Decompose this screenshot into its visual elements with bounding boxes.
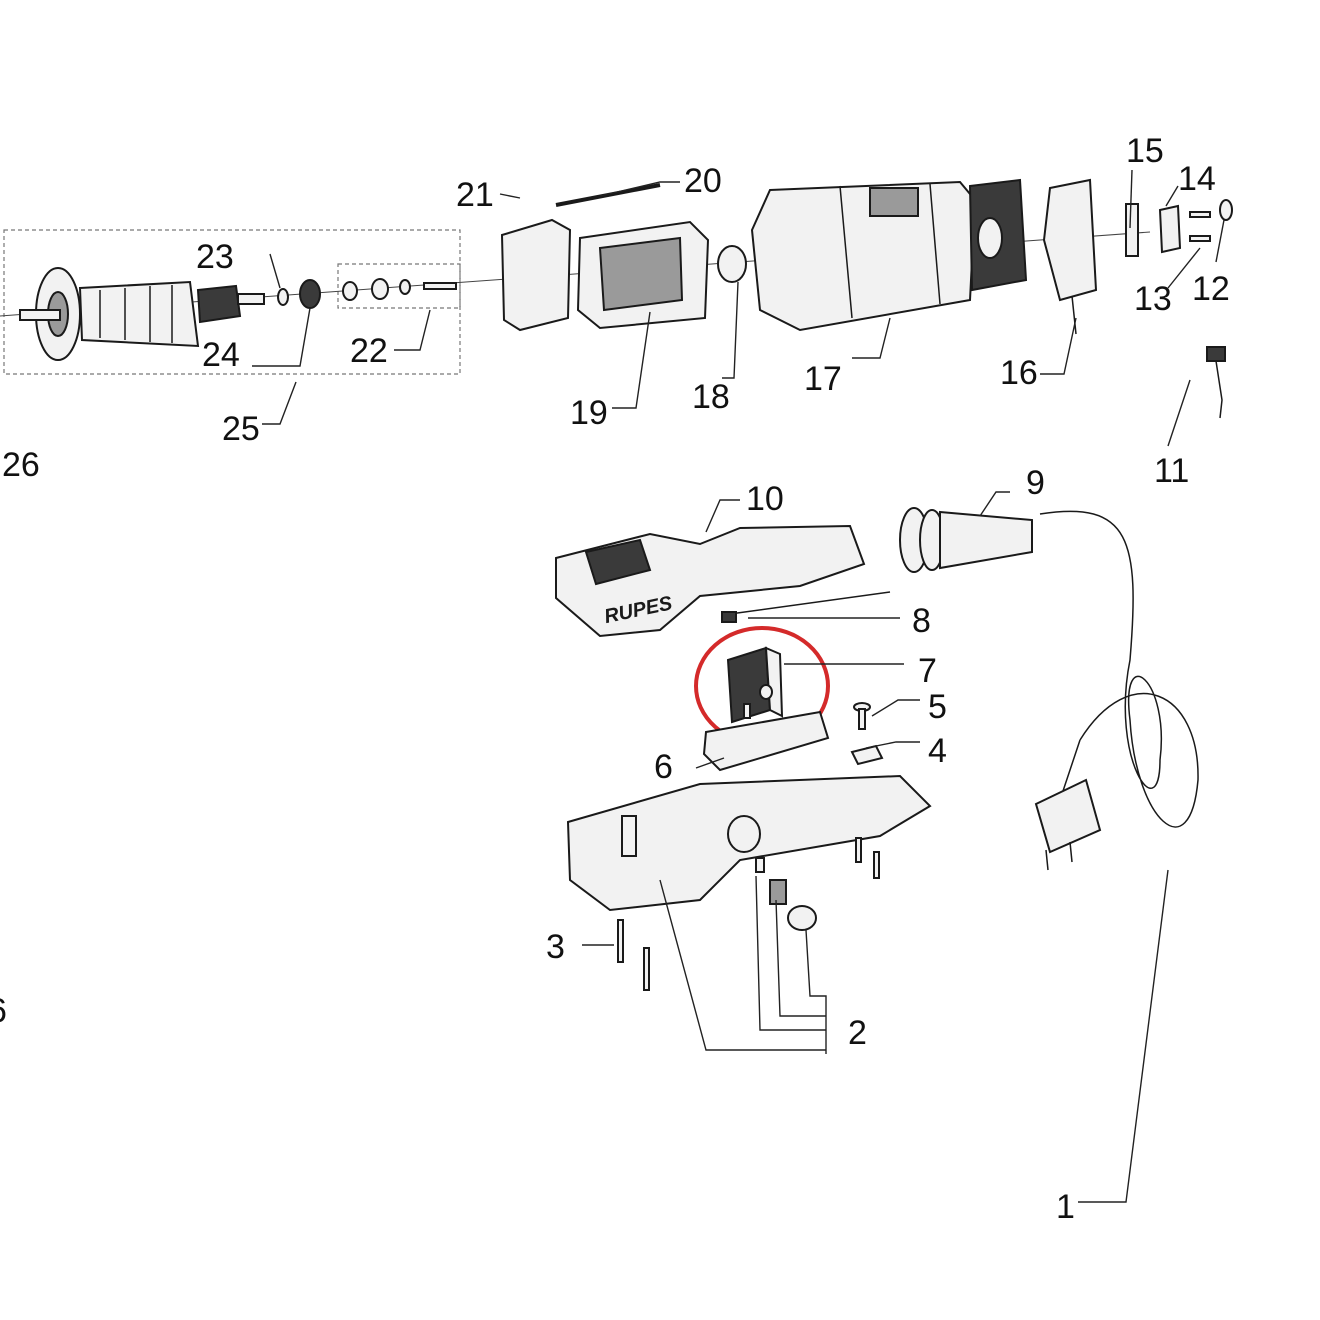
switch-wire-part (721, 591, 891, 623)
bearing-kit-box (337, 263, 461, 309)
cord-clamp-part (850, 744, 884, 766)
callout-10: 10 (746, 480, 784, 518)
callout-8: 8 (912, 602, 931, 640)
callout-20: 20 (684, 162, 722, 200)
leader-lines (252, 169, 1225, 1203)
brush-box-part (1158, 204, 1182, 254)
screw-part (1189, 235, 1211, 242)
callout-16: 16 (1000, 354, 1038, 392)
pin-part (423, 282, 457, 290)
callout-2: 2 (848, 1014, 867, 1052)
bushing-part (717, 245, 747, 283)
callout-22: 22 (350, 332, 388, 370)
brush-holder-part (500, 218, 572, 332)
trigger-part (702, 710, 830, 772)
screw-part (617, 837, 880, 991)
callout-7: 7 (918, 652, 937, 690)
callout-9: 9 (1026, 464, 1045, 502)
callout-13: 13 (1134, 280, 1172, 318)
callout-1: 1 (1056, 1188, 1075, 1226)
callout-26: 26 (2, 446, 40, 484)
callout-19: 19 (570, 394, 608, 432)
callout-17: 17 (804, 360, 842, 398)
switch-part (726, 646, 784, 724)
callout-15: 15 (1126, 132, 1164, 170)
armature-assembly-box (3, 229, 461, 375)
callout-6: 6 (654, 748, 673, 786)
washer-part (277, 288, 289, 306)
callout-21: 21 (456, 176, 494, 214)
lock-button-part (755, 857, 817, 931)
long-screw-part (555, 183, 661, 207)
carbon-brush-part (1206, 346, 1226, 419)
bracket-part (1125, 203, 1139, 257)
callout-18: 18 (692, 378, 730, 416)
bearing-part (299, 279, 321, 309)
cord-sleeve-part (899, 507, 1033, 573)
spacer-part (371, 278, 389, 300)
brush-cap-part (1219, 199, 1233, 221)
callout-11: 11 (1154, 452, 1189, 490)
stator-part (576, 220, 710, 330)
callout-5: 5 (928, 688, 947, 726)
power-cord-part (1034, 510, 1199, 871)
callout-6-cropped: 6 (0, 992, 7, 1030)
callout-14: 14 (1178, 160, 1216, 198)
callout-23: 23 (196, 238, 234, 276)
callout-25: 25 (222, 410, 260, 448)
screw-part (1189, 211, 1211, 218)
armature-part (19, 267, 265, 361)
motor-housing-part (750, 178, 1028, 332)
callout-3: 3 (546, 928, 565, 966)
handle-body-part (566, 774, 932, 912)
callout-4: 4 (928, 732, 947, 770)
rear-cap-part (1042, 178, 1098, 302)
callout-12: 12 (1192, 270, 1230, 308)
spacer-part (399, 279, 411, 295)
screw-part (853, 702, 871, 730)
handle-cover-part: RUPES (555, 524, 866, 638)
spacer-part (342, 281, 358, 301)
callout-24: 24 (202, 336, 240, 374)
rear-cap-wire (1071, 295, 1077, 335)
